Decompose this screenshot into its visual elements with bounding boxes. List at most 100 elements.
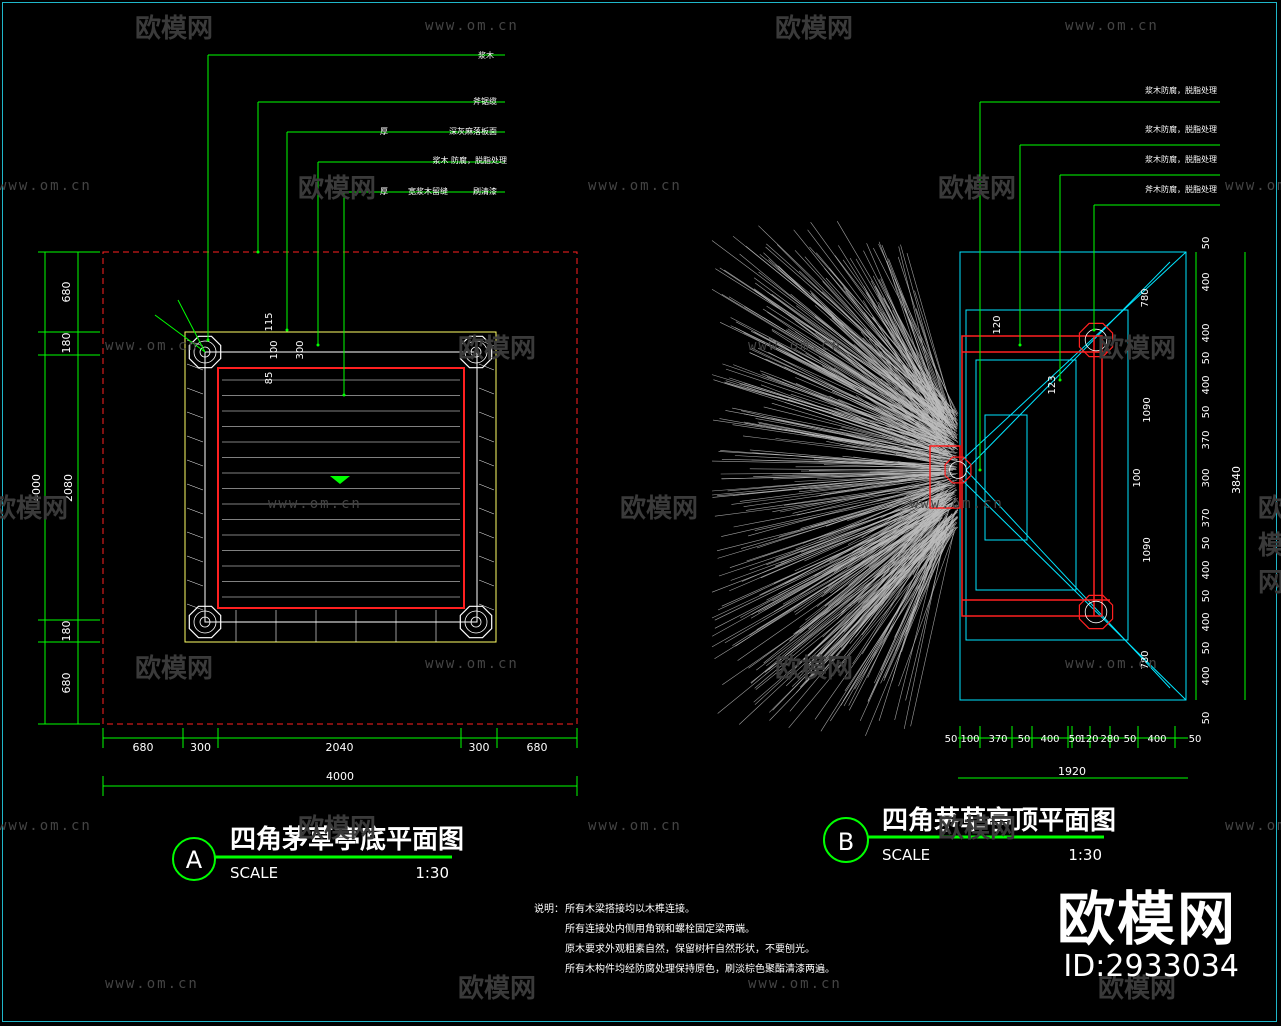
thatch-strand <box>768 352 939 442</box>
thatch-strand <box>867 531 944 702</box>
edge-grain <box>478 483 495 491</box>
thatch-strand <box>743 477 941 507</box>
thatch-strand <box>833 508 947 638</box>
dim-label: 180 <box>60 621 73 642</box>
thatch-strand <box>766 376 957 449</box>
dim-label: 400 <box>1201 375 1212 394</box>
dim-label: 400 <box>1201 666 1212 685</box>
edge-grain <box>186 507 204 515</box>
edge-grain <box>186 603 204 611</box>
thatch-strand <box>717 476 952 497</box>
thatch-strand <box>795 510 947 634</box>
dim-label: 4000 <box>30 474 43 502</box>
dim-label: 400 <box>1201 560 1212 579</box>
dim-label: 120 <box>992 315 1003 334</box>
edge-grain <box>186 459 204 467</box>
thatch-strand <box>730 325 945 432</box>
dim-label: 2080 <box>62 474 75 502</box>
watermark-logo: 欧模网 <box>0 494 69 524</box>
thatch-strand <box>820 532 947 732</box>
watermark-logo: 欧模网 <box>135 654 214 684</box>
thatch-strand <box>778 484 952 537</box>
dim-label: 680 <box>60 673 73 694</box>
thatch-strand <box>804 256 944 418</box>
notes: 说明： 所有木梁搭接均以木榫连接。 所有连接处内侧用角钢和螺栓固定梁两端。 原木… <box>534 902 835 975</box>
roof-inner <box>975 359 1077 591</box>
thatch-strand <box>815 252 957 417</box>
thatch-strand <box>888 258 954 422</box>
thatch-strand <box>814 496 942 577</box>
dim-label: 50 <box>1201 237 1212 250</box>
edge-grain <box>478 531 495 539</box>
roof-ring <box>965 309 1129 641</box>
note-line: 所有连接处内侧用角钢和螺栓固定梁两端。 <box>565 922 755 935</box>
thatch-strand <box>859 529 948 722</box>
watermark-logo: 欧模网 <box>775 14 854 44</box>
dim-label: 100 <box>1132 468 1143 487</box>
thatch-strand <box>739 383 954 446</box>
thatch-strand <box>905 529 948 701</box>
dim-label: 50 <box>1201 406 1212 419</box>
watermark-logo: 欧模网 <box>458 334 537 364</box>
thatch-strand <box>886 260 939 421</box>
post <box>944 456 972 484</box>
dim-label: 4000 <box>326 770 354 783</box>
scale-b-label: SCALE <box>882 846 930 864</box>
dim-label: 300 <box>190 741 211 754</box>
thatch-strand <box>848 529 939 706</box>
note-line: 所有木构件均经防腐处理保持原色，刷淡棕色聚酯清漆两遍。 <box>565 962 835 975</box>
thatch-strand <box>898 246 941 418</box>
thatch-strand <box>785 523 956 687</box>
thatch-strand <box>790 293 951 426</box>
watermark-logo: 欧模网 <box>298 814 377 844</box>
watermark-site: www.om.cn <box>748 976 842 992</box>
dim-label: 2040 <box>326 741 354 754</box>
thatch-strand <box>826 441 953 467</box>
thatch-strand <box>735 513 939 647</box>
thatch-strand <box>839 352 950 442</box>
leader-tip <box>342 393 346 397</box>
scale-b-value: 1:30 <box>1068 846 1102 864</box>
thatch-strand <box>738 532 946 725</box>
thatch-strand <box>861 513 949 655</box>
dim-label: 680 <box>60 282 73 303</box>
thatch-strand <box>792 473 945 476</box>
red-beams <box>929 335 1110 617</box>
edge-grain <box>186 435 204 443</box>
thatch-strand <box>739 253 941 420</box>
thatch-strand <box>745 245 950 412</box>
thatch-strand <box>798 473 946 488</box>
thatch-strand <box>712 419 951 455</box>
watermark-logo: 欧模网 <box>298 174 377 204</box>
dim-label: 50 <box>1201 712 1212 725</box>
dim-label: 123 <box>1047 375 1058 394</box>
leader-tip <box>1092 328 1096 332</box>
ridge-box <box>984 414 1028 541</box>
thatch-strand <box>903 531 946 729</box>
thatch-strand <box>863 286 941 426</box>
thatch-strand <box>910 533 954 727</box>
edge-grain <box>478 603 495 611</box>
roof-posts <box>944 322 1114 630</box>
leader-tip <box>1058 378 1062 382</box>
leader-tip <box>978 468 982 472</box>
callout-text: 刷清漆 <box>473 186 497 196</box>
thatch-strand <box>714 516 943 660</box>
thatch-strand <box>799 505 948 628</box>
thatch-strand <box>884 485 949 521</box>
dim-label: 1090 <box>1142 537 1153 562</box>
thatch-strand <box>712 509 941 637</box>
thatch-strand <box>878 243 958 415</box>
callout-text: 浆木防腐，脱脂处理 <box>1145 85 1217 95</box>
thatch-strand <box>780 493 949 563</box>
leader-tip <box>285 328 289 332</box>
post <box>459 605 493 639</box>
thatch-strand <box>780 480 941 513</box>
thatch-strand <box>755 282 943 422</box>
watermark-site: www.om.cn <box>910 496 1004 512</box>
thatch-strand <box>848 501 948 586</box>
thatch-strand <box>800 484 951 529</box>
thatch-strand <box>776 244 946 415</box>
thatch-strand <box>847 354 955 444</box>
